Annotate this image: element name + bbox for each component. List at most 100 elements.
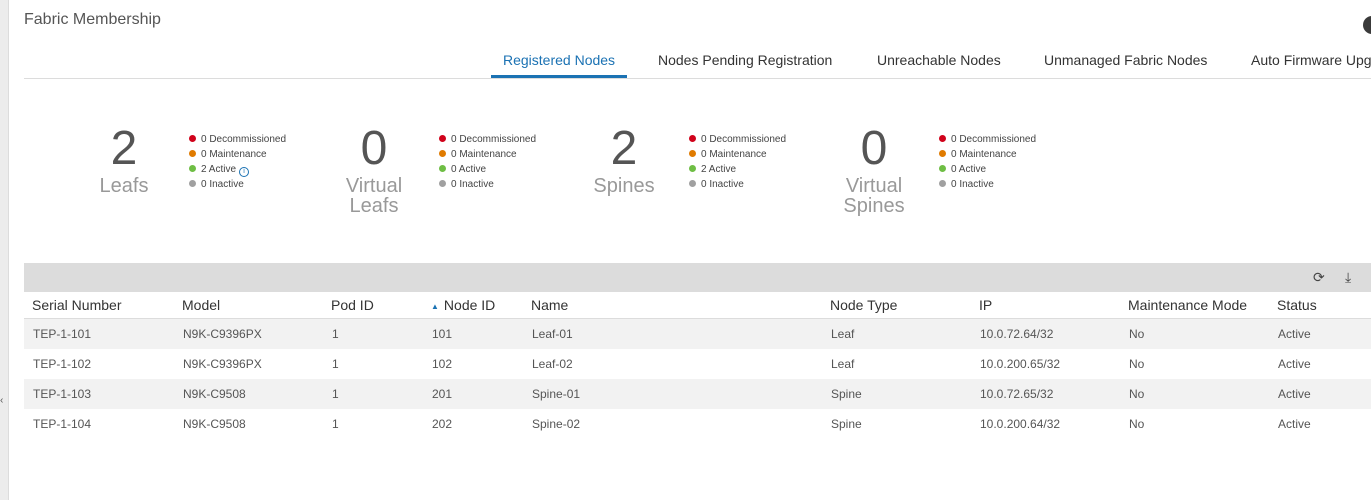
status-label: 0 Maintenance <box>201 149 267 160</box>
cell-ip: 10.0.72.64/32 <box>971 318 1120 349</box>
status-inactive: 0 Inactive <box>189 177 286 192</box>
page-title: Fabric Membership <box>24 11 161 28</box>
status-legend: 0 Decommissioned 0 Maintenance 0 Active 0 I… <box>939 132 1036 192</box>
cell-serial-number: TEP-1-103 <box>24 379 174 409</box>
tab-unmanaged-fabric-nodes[interactable]: Unmanaged Fabric Nodes <box>1044 52 1208 68</box>
tab-unreachable-nodes[interactable]: Unreachable Nodes <box>877 52 1001 68</box>
node-type-label: Leafs <box>69 176 179 196</box>
cell-node-type: Spine <box>831 417 862 431</box>
status-decommissioned: 0 Decommissioned <box>189 132 286 147</box>
node-count: 2 <box>610 122 638 175</box>
cell-model: N9K-C9508 <box>174 379 323 409</box>
status-dot-icon <box>689 150 696 157</box>
node-count: 0 <box>360 122 388 175</box>
cell-pod-id: 1 <box>323 318 423 349</box>
status-dot-icon <box>689 180 696 187</box>
node-count: 2 <box>110 122 138 175</box>
cell-serial-number: TEP-1-104 <box>33 417 92 431</box>
status-decommissioned: 0 Decommissioned <box>439 132 536 147</box>
status-decommissioned: 0 Decommissioned <box>689 132 786 147</box>
cell-ip: 10.0.200.64/32 <box>980 417 1061 431</box>
status-inactive: 0 Inactive <box>439 177 536 192</box>
status-active: 0 Active <box>939 162 1036 177</box>
tab-registered-nodes[interactable]: Registered Nodes <box>491 44 628 78</box>
node-type-label-line: Virtual <box>345 175 403 197</box>
refresh-icon[interactable]: ⟳ <box>1313 269 1325 285</box>
cell-ip: 10.0.200.65/32 <box>980 357 1061 371</box>
status-dot-icon <box>189 150 196 157</box>
column-header-node-type[interactable]: Node Type <box>822 292 971 319</box>
column-header-name[interactable]: Name <box>523 292 822 319</box>
status-dot-icon <box>439 150 446 157</box>
table-row[interactable]: TEP-1-104 N9K-C9508 1 202 Spine-02 Spine 10.0.… <box>24 409 1371 439</box>
cell-node-id: 102 <box>432 357 453 371</box>
status-dot-icon <box>689 165 696 172</box>
status-label: 0 Decommissioned <box>451 134 537 145</box>
node-type-label-line: Spines <box>593 175 655 197</box>
column-header-node-id[interactable]: ▲Node ID <box>423 292 523 319</box>
column-header-pod-id[interactable]: Pod ID <box>323 292 423 319</box>
cell-pod-id: 1 <box>332 357 339 371</box>
tab-nodes-pending-registration[interactable]: Nodes Pending Registration <box>658 52 833 68</box>
cell-node-id: 202 <box>432 417 453 431</box>
status-dot-icon <box>939 165 946 172</box>
status-active: 0 Active <box>439 162 536 177</box>
cell-name: Spine-01 <box>523 379 822 409</box>
column-header-status[interactable]: Status <box>1269 292 1371 319</box>
status-label: 0 Decommissioned <box>951 134 1037 145</box>
cell-name: Leaf-02 <box>532 357 573 371</box>
status-label: 0 Decommissioned <box>201 134 287 145</box>
status-maintenance: 0 Maintenance <box>939 147 1036 162</box>
cell-node-type: Leaf <box>822 318 971 349</box>
cell-maintenance-mode: No <box>1120 318 1269 349</box>
cell-model: N9K-C9396PX <box>174 318 323 349</box>
cell-serial-number: TEP-1-102 <box>33 357 92 371</box>
column-header-ip[interactable]: IP <box>971 292 1120 319</box>
column-header-serial-number[interactable]: Serial Number <box>24 292 174 319</box>
table-header-row: Serial Number Model Pod ID ▲Node ID Name… <box>24 292 1371 319</box>
cell-maintenance-mode: No <box>1120 379 1269 409</box>
status-dot-icon <box>189 180 196 187</box>
node-type-label-line: Leafs <box>99 175 149 197</box>
cell-status: Active <box>1269 379 1371 409</box>
status-label: 0 Maintenance <box>451 149 517 160</box>
cell-name: Spine-02 <box>532 417 581 431</box>
tab-auto-firmware-upgrade[interactable]: Auto Firmware Upgrade <box>1251 52 1371 68</box>
cell-node-type: Leaf <box>831 357 855 371</box>
cell-pod-id: 1 <box>332 417 339 431</box>
collapse-arrow-icon[interactable]: ‹ <box>0 395 4 406</box>
column-header-maintenance-mode[interactable]: Maintenance Mode <box>1120 292 1269 319</box>
download-icon[interactable]: ⤓ <box>1345 269 1352 285</box>
cell-node-id: 201 <box>423 379 523 409</box>
cell-ip: 10.0.72.65/32 <box>971 379 1120 409</box>
table-row[interactable]: TEP-1-102 N9K-C9396PX 1 102 Leaf-02 Leaf 10.0.… <box>24 349 1371 379</box>
help-icon[interactable]: i <box>1363 16 1371 34</box>
cell-node-type: Spine <box>822 379 971 409</box>
status-dot-icon <box>189 165 196 172</box>
node-type-label-line: Spines <box>843 195 905 217</box>
status-dot-icon <box>939 180 946 187</box>
cell-maintenance-mode: No <box>1129 417 1145 431</box>
cell-maintenance-mode: No <box>1129 357 1145 371</box>
status-label: 0 Active <box>951 164 987 175</box>
status-active: 2 Active <box>689 162 786 177</box>
status-label: 0 Active <box>451 164 487 175</box>
cell-serial-number: TEP-1-101 <box>24 318 174 349</box>
cell-model: N9K-C9508 <box>183 417 246 431</box>
info-icon[interactable]: i <box>239 167 250 177</box>
node-count: 0 <box>860 122 888 175</box>
column-header-model[interactable]: Model <box>174 292 323 319</box>
left-rail[interactable]: ‹ <box>0 0 9 500</box>
cell-status: Active <box>1269 318 1371 349</box>
status-label: 2 Active <box>201 164 237 175</box>
cell-model: N9K-C9396PX <box>183 357 262 371</box>
status-label: 2 Active <box>701 164 737 175</box>
status-label: 0 Inactive <box>951 179 994 190</box>
